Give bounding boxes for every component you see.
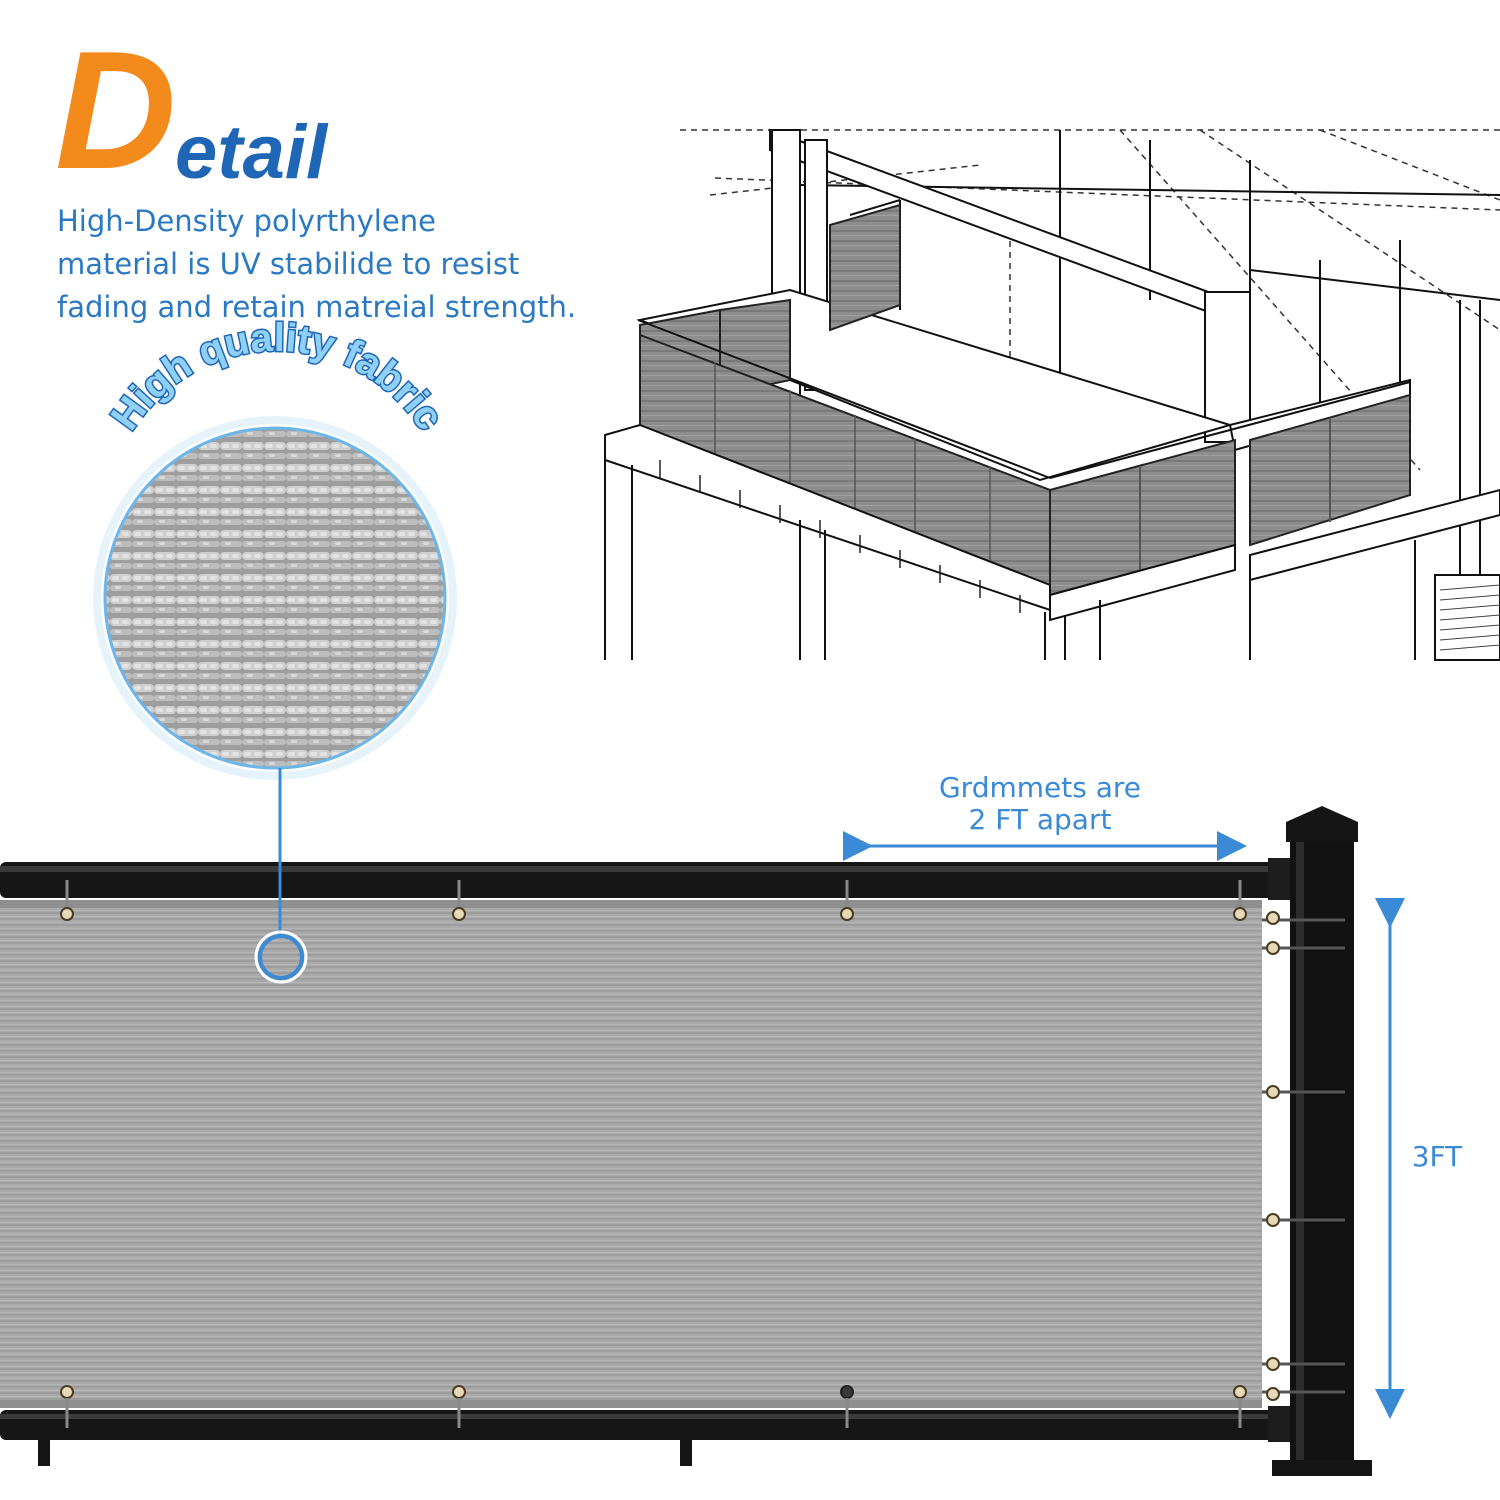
spacing-label-line-1: Grdmmets are [938, 771, 1141, 804]
grommet-icon [1233, 1385, 1247, 1428]
description-line-1: High-Density polyrthylene [57, 204, 436, 238]
heading-rest: etail [175, 110, 328, 195]
fence-leg [38, 1438, 50, 1466]
fence-post-illustration [0, 806, 1372, 1476]
description-line-3: fading and retain matreial strength. [57, 290, 577, 324]
grommet-icon [1233, 880, 1247, 921]
spacing-label-line-2: 2 FT apart [968, 803, 1112, 836]
balcony-sketch-illustration [604, 128, 1500, 661]
post-cap [1286, 806, 1358, 842]
post-base [1272, 1460, 1372, 1476]
grommet-spacing-label: Grdmmets are 2 FT apart [880, 772, 1200, 836]
grommet-icon [452, 1385, 466, 1428]
side-grommet-rings [1266, 911, 1280, 1401]
material-description: High-Density polyrthylene material is UV… [57, 200, 617, 329]
bottom-grommets [60, 1385, 1247, 1428]
grommet-icon [840, 880, 854, 921]
top-grommets [60, 880, 1247, 921]
dimension-arrow-icon [843, 831, 1405, 1419]
callout-target-ring [258, 934, 304, 980]
height-label: 3FT [1411, 1140, 1463, 1173]
heading-initial-letter: D [55, 16, 177, 204]
fence-leg [680, 1438, 692, 1466]
description-line-2: material is UV stabilide to resist [57, 247, 520, 281]
grommet-icon [60, 1385, 74, 1428]
grommet-icon [840, 1385, 854, 1428]
fabric-magnifier-circle [93, 416, 457, 984]
grommet-icon [452, 880, 466, 921]
privacy-screen-fabric [0, 900, 1262, 1408]
grommet-icon [60, 880, 74, 921]
